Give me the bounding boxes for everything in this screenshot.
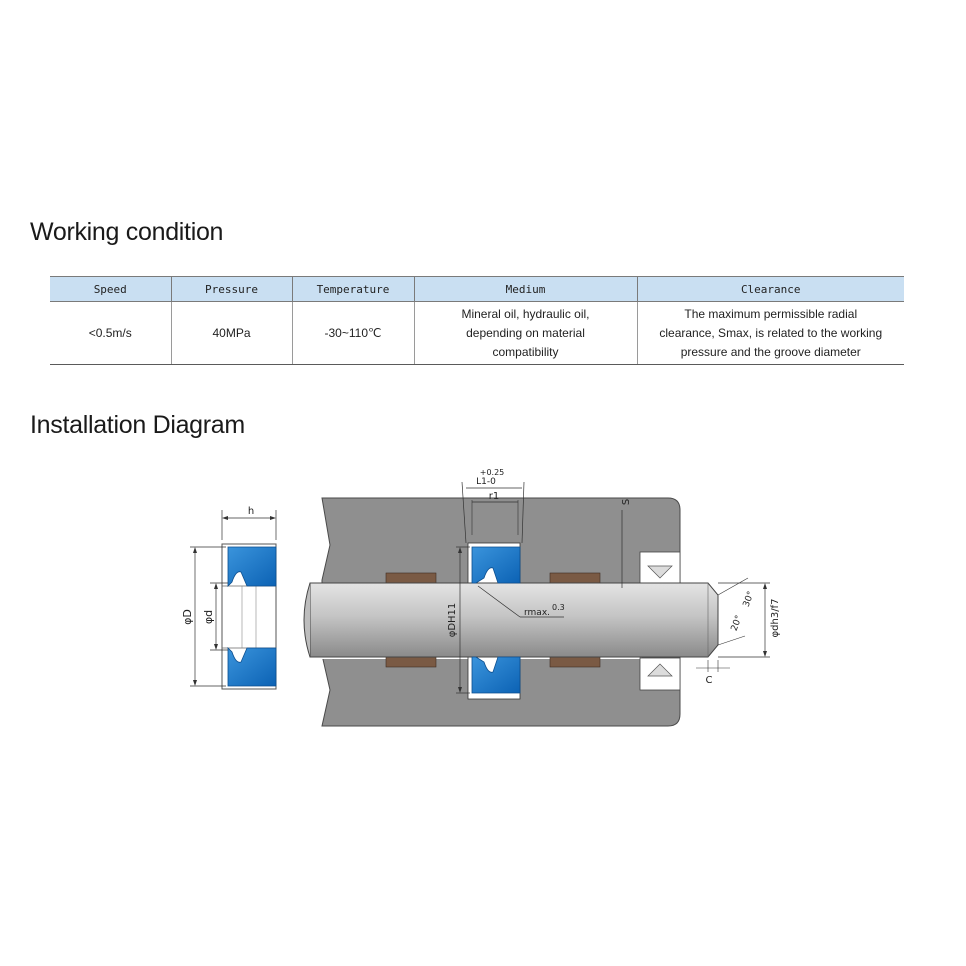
dim-L1-label: L1-0 [476, 477, 496, 487]
medium-line: compatibility [492, 344, 559, 359]
medium-line: depending on material [466, 325, 585, 340]
tol-upper-label: +0.25 [480, 468, 505, 477]
rmax-value: 0.3 [552, 603, 565, 612]
dim-S-label: S [621, 499, 632, 505]
seal-profile-top [227, 546, 277, 587]
rmax-label: rmax. [524, 608, 550, 618]
cell-temperature: -30~110℃ [292, 301, 415, 365]
cell-pressure: 40MPa [171, 301, 293, 365]
dim-phidh-label: φdh3/f7 [770, 599, 781, 638]
header-speed: Speed [50, 276, 172, 302]
working-condition-title: Working condition [30, 218, 224, 246]
table-row: <0.5m/s 40MPa -30~110℃ Mineral oil, hydr… [50, 301, 904, 365]
dim-phiD-label: φD [181, 609, 194, 625]
header-pressure: Pressure [171, 276, 293, 302]
header-medium: Medium [414, 276, 638, 302]
dim-r1-label: r1 [489, 491, 499, 502]
cell-speed: <0.5m/s [50, 301, 172, 365]
table-header-row: Speed Pressure Temperature Medium Cleara… [50, 276, 904, 302]
dim-phiDH11-label: φDH11 [447, 603, 458, 638]
guide-ring-left-top [385, 572, 437, 584]
clearance-line: clearance, Smax, is related to the worki… [659, 325, 883, 340]
dim-C-label: C [706, 675, 713, 686]
seal-profile-bottom [227, 647, 277, 687]
dim-phid-label: φd [202, 610, 215, 624]
installation-diagram-title: Installation Diagram [30, 411, 245, 439]
seal-installed-bottom [471, 656, 521, 694]
piston-rod [309, 582, 719, 658]
installation-section-view: +0.25 L1-0 r1 S φDH11 rmax. 0.3 φdh3/f7 … [303, 468, 781, 727]
guide-ring-right-top [549, 572, 601, 584]
guide-ring-left-bottom [385, 656, 437, 668]
guide-ring-right-bottom [549, 656, 601, 668]
seal-installed-top [471, 546, 521, 584]
dim-h-label: h [248, 506, 254, 517]
header-temperature: Temperature [292, 276, 415, 302]
clearance-line: The maximum permissible radial [684, 306, 858, 321]
medium-line: Mineral oil, hydraulic oil, [461, 306, 590, 321]
seal-section-view: h φD φd [181, 506, 277, 690]
angle-20-label: 20° [730, 614, 745, 632]
clearance-line: pressure and the groove diameter [680, 344, 861, 359]
angle-30-label: 30° [742, 590, 757, 608]
cell-clearance: The maximum permissible radial clearance… [637, 301, 904, 365]
header-clearance: Clearance [637, 276, 904, 302]
working-condition-table: Speed Pressure Temperature Medium Cleara… [50, 276, 904, 365]
cell-medium: Mineral oil, hydraulic oil, depending on… [414, 301, 638, 365]
